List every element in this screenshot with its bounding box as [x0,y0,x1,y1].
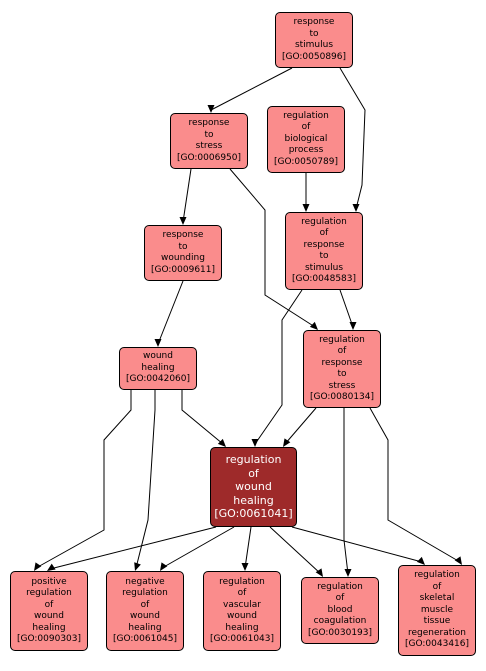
edge-arrowhead [34,562,42,571]
edge-arrowhead [179,217,187,225]
node-go-id: [GO:0009611] [150,264,216,275]
edge-arrowhead [416,556,425,565]
edge-wound-healing-to-reg-wound-healing [181,390,226,447]
edge-arrowhead [207,105,215,113]
edge-line [135,390,156,569]
edge-line [157,280,184,345]
edge-arrowhead [217,438,226,447]
edge-line [244,526,252,569]
edge-arrowhead [344,569,352,577]
edge-arrowhead [352,204,360,212]
edge-line [339,67,366,210]
edge-arrowhead [134,562,141,571]
node-go-id: [GO:0090303] [16,634,82,644]
edge-reg-stress-to-skeletal [369,407,462,565]
edge-stress-to-reg-stress [229,168,318,330]
edge-arrowhead [309,321,318,330]
node-go-id: [GO:0043416] [404,639,470,650]
edge-line [181,390,224,445]
edge-arrowhead [302,204,310,212]
node-go-id: [GO:0048583] [291,274,357,284]
node-go-id: [GO:0061043] [209,634,275,644]
edge-arrowhead [283,438,291,447]
edge-wound-healing-to-positive [34,390,132,571]
edge-wounding-to-wound-healing [154,280,184,347]
edge-arrowhead [160,562,168,571]
edge-arrowhead [251,439,259,447]
edge-line [49,526,217,570]
node-go-id: [GO:0042060] [125,374,191,385]
edge-line [182,168,192,223]
node-go-id: [GO:0050789] [273,156,339,167]
edge-arrowhead [154,339,162,347]
edge-wound-healing-to-negative [134,390,156,571]
edge-line [369,407,461,563]
edge-line [210,67,293,111]
edge-line [229,168,316,328]
node-go-id: [GO:0050896] [281,51,347,62]
edge-line [284,407,317,445]
edge-reg-wound-healing-to-positive [47,526,217,571]
edge-line [339,289,354,328]
node-go-id: [GO:0080134] [309,392,375,402]
node-go-id: [GO:0061045] [112,634,178,644]
edge-line [269,526,322,575]
edge-reg-stress-to-blood-coag [343,408,352,577]
edge-line [291,526,423,563]
edge-line [343,408,349,575]
edge-line [161,526,235,569]
edge-bioproc-to-reg-stimulus [302,173,310,212]
edge-arrowhead [47,563,56,571]
edge-reg-wound-healing-to-negative [160,526,235,571]
edge-arrowhead [454,556,462,565]
edge-reg-wound-healing-to-skeletal [291,526,425,565]
edge-reg-stimulus-to-reg-stress [339,289,357,330]
edge-stress-to-wounding [179,168,192,225]
node-go-id: [GO:0006950] [176,152,242,163]
edge-arrowhead [349,322,357,330]
edge-stimulus-to-reg-stimulus [339,67,366,212]
edge-line [35,390,132,569]
edge-stimulus-to-stress [207,67,293,113]
edge-line [254,289,303,445]
edge-reg-stress-to-reg-wound-healing [283,407,317,447]
edge-arrowhead [315,568,323,577]
edge-reg-stimulus-to-reg-wound-healing [251,289,303,447]
edge-reg-wound-healing-to-blood-coag [269,526,323,577]
node-go-id: [GO:0061041] [214,507,293,521]
edge-reg-wound-healing-to-vascular [241,526,252,571]
node-go-id: [GO:0030193] [307,627,373,638]
edge-arrowhead [241,563,249,571]
